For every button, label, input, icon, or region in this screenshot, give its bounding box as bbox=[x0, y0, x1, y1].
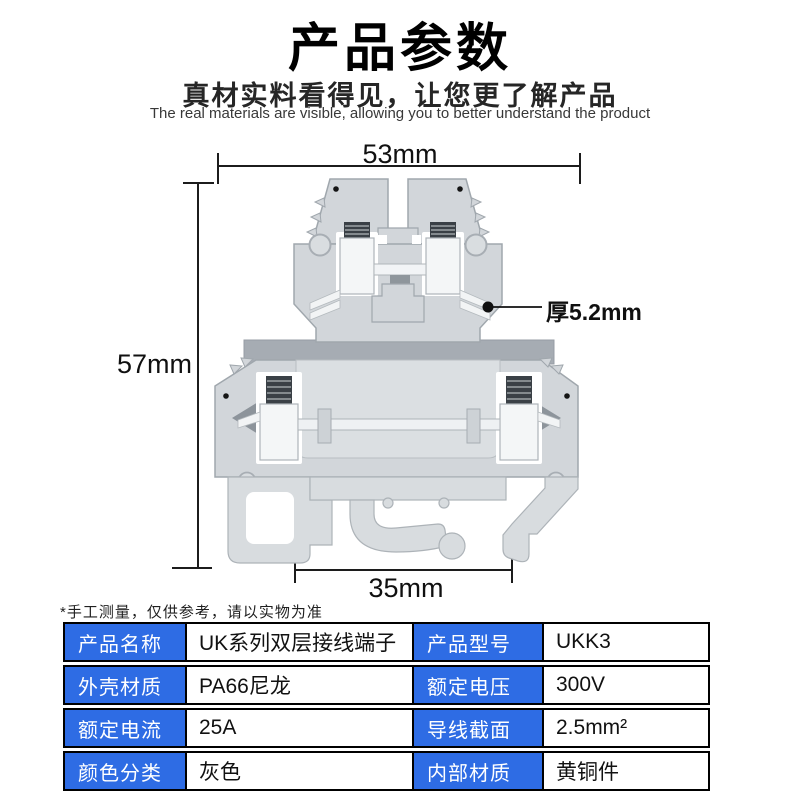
lower-screws bbox=[259, 376, 539, 461]
foot-right bbox=[502, 476, 579, 563]
dim-label-bottom-width: 35mm bbox=[368, 573, 444, 603]
page-subtitle-english: The real materials are visible, allowing… bbox=[149, 105, 651, 122]
busbar bbox=[297, 418, 501, 431]
table-row: 额定电流 25A 导线截面 2.5mm² bbox=[63, 708, 710, 748]
foot-center-strip bbox=[309, 476, 507, 501]
table-row: 产品名称 UK系列双层接线端子 产品型号 UKK3 bbox=[63, 622, 710, 662]
spec-label: 外壳材质 bbox=[65, 667, 185, 703]
boss-circle-right bbox=[464, 233, 488, 257]
lower-serrations bbox=[229, 357, 564, 375]
dim-label-top-width: 53mm bbox=[362, 139, 438, 169]
leader-dot bbox=[482, 301, 494, 313]
foot-left-cutout bbox=[246, 492, 294, 544]
table-row: 颜色分类 灰色 内部材质 黄铜件 bbox=[63, 751, 710, 791]
release-lever-tip bbox=[438, 532, 466, 560]
spec-value: PA66尼龙 bbox=[185, 667, 412, 703]
page-title: 产品参数 bbox=[287, 20, 512, 78]
spec-value: 2.5mm² bbox=[542, 710, 708, 746]
center-column bbox=[371, 283, 425, 323]
center-thread bbox=[390, 275, 410, 284]
spec-label: 产品名称 bbox=[65, 624, 185, 660]
mount-hole-upper-left bbox=[333, 186, 339, 192]
release-lever bbox=[349, 499, 448, 553]
busbar-clip-left bbox=[317, 408, 332, 444]
mount-hole-lower-left bbox=[223, 393, 229, 399]
page-subtitle: 真材实料看得见，让您更了解产品 bbox=[182, 81, 618, 111]
bridge-notch-left bbox=[378, 235, 387, 244]
spec-value: UK系列双层接线端子 bbox=[185, 624, 412, 660]
spec-value: 黄铜件 bbox=[542, 753, 708, 789]
thickness-leader bbox=[482, 301, 542, 313]
upper-serrations bbox=[305, 197, 491, 238]
dimension-line-53mm bbox=[217, 153, 581, 184]
upper-screws bbox=[339, 222, 461, 295]
spec-label: 颜色分类 bbox=[65, 753, 185, 789]
busbar-clip-right bbox=[466, 408, 481, 444]
bridge-notch-right bbox=[412, 235, 421, 244]
spec-label: 产品型号 bbox=[412, 624, 542, 660]
dimension-line-57mm bbox=[172, 182, 214, 569]
upper-link-bar bbox=[373, 263, 427, 276]
spec-label: 导线截面 bbox=[412, 710, 542, 746]
spec-label: 额定电流 bbox=[65, 710, 185, 746]
terminal-block-diagram bbox=[172, 153, 581, 583]
spec-label: 额定电压 bbox=[412, 667, 542, 703]
dim-label-height: 57mm bbox=[116, 349, 192, 379]
lower-clamp-springs bbox=[237, 411, 561, 429]
din-rail-foot bbox=[227, 476, 579, 564]
upper-deck bbox=[293, 178, 503, 343]
spec-table: 产品名称 UK系列双层接线端子 产品型号 UKK3 外壳材质 PA66尼龙 额定… bbox=[63, 622, 710, 791]
spec-value: 25A bbox=[185, 710, 412, 746]
mount-hole-upper-right bbox=[457, 186, 463, 192]
table-row: 外壳材质 PA66尼龙 额定电压 300V bbox=[63, 665, 710, 705]
spec-value: UKK3 bbox=[542, 624, 708, 660]
boss-circle-left bbox=[308, 233, 332, 257]
spec-label: 内部材质 bbox=[412, 753, 542, 789]
spec-value: 300V bbox=[542, 667, 708, 703]
upper-clamp-springs bbox=[309, 289, 491, 321]
lower-deck bbox=[214, 357, 579, 491]
mount-hole-lower-right bbox=[564, 393, 570, 399]
measurement-footnote: *手工测量，仅供参考，请以实物为准 bbox=[60, 604, 323, 621]
thickness-label: 厚5.2mm bbox=[546, 299, 642, 325]
spec-value: 灰色 bbox=[185, 753, 412, 789]
